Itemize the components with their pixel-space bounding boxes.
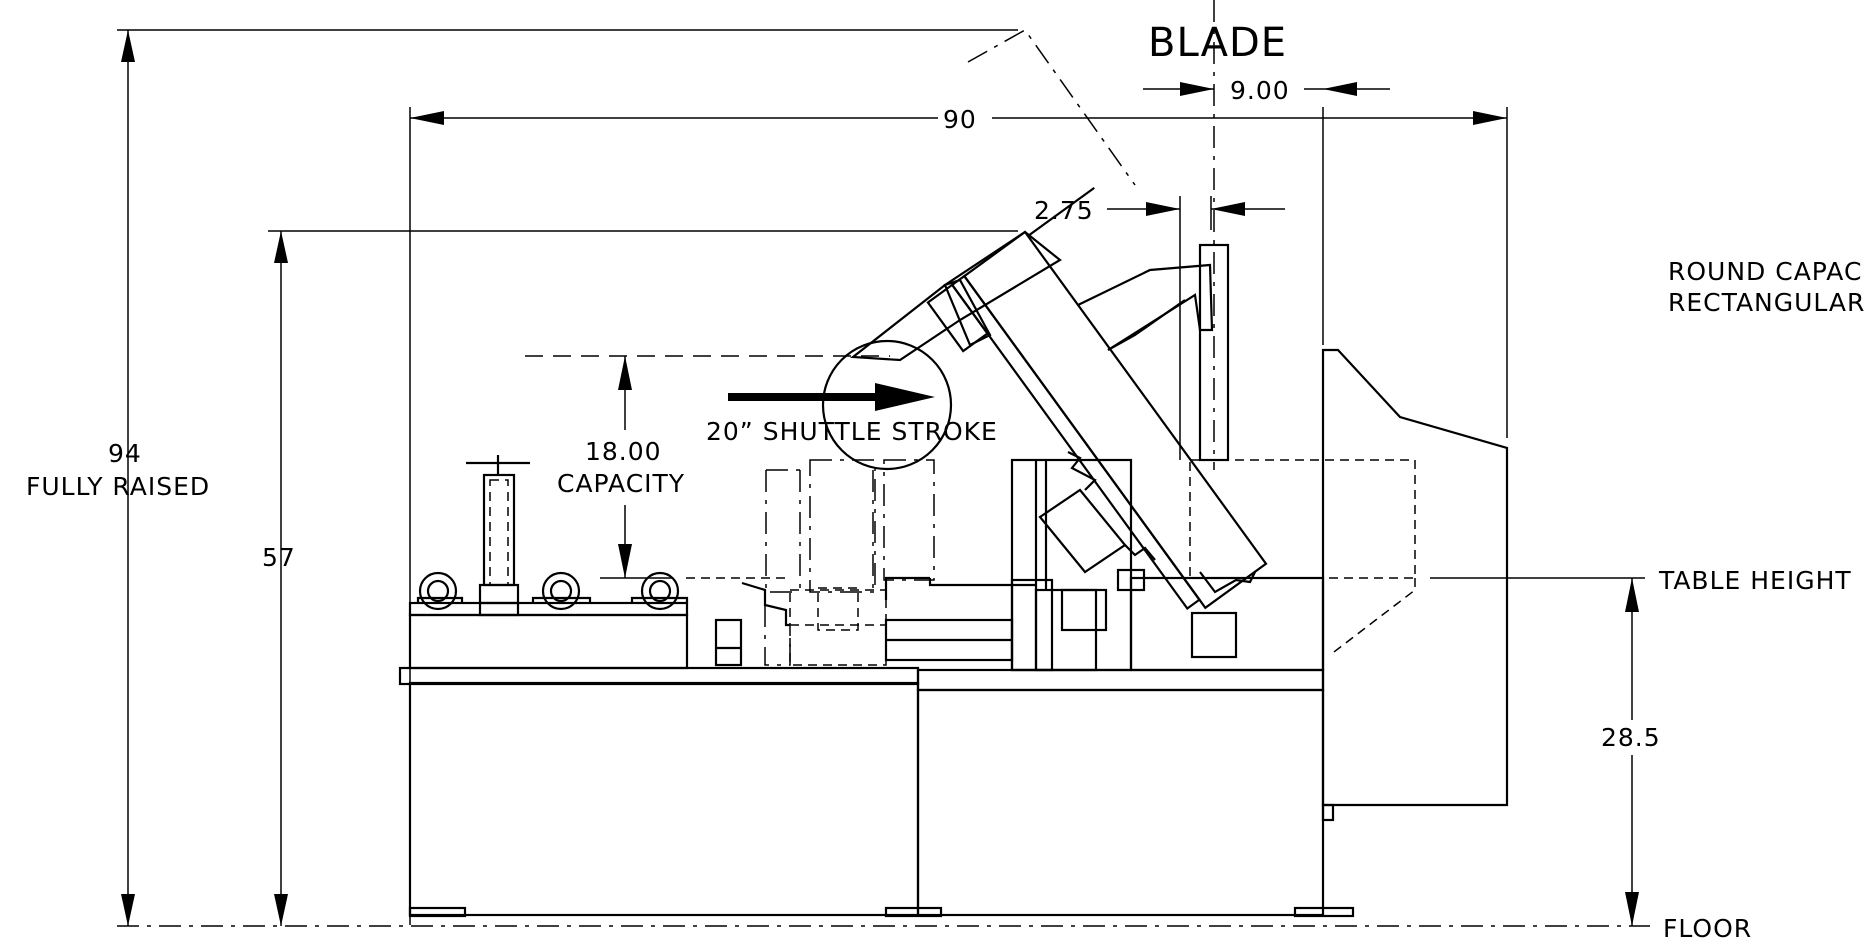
shuttle-stroke-label: 20” SHUTTLE STROKE (706, 417, 998, 446)
saw-head-drive (850, 230, 1256, 594)
table-height-label: TABLE HEIGHT (1658, 566, 1852, 595)
dim-28-5-label: 28.5 (1601, 723, 1661, 752)
rectangular-label: RECTANGULAR (1668, 288, 1865, 317)
dim-94 (121, 30, 135, 926)
pivot-line (967, 29, 1136, 186)
extension-lines (117, 29, 1645, 925)
shuttle-cylinder (714, 618, 743, 667)
rear-housing (1189, 348, 1509, 822)
saw-base (916, 458, 1355, 918)
stock-stop (466, 455, 530, 617)
dim-2-75-label: 2.75 (1034, 196, 1094, 225)
dim-18-label: 18.00 (585, 437, 662, 466)
dim-57-label: 57 (262, 543, 296, 572)
dim-18 (525, 355, 890, 579)
shuttle-stroke-symbol (728, 339, 953, 471)
dim-90-label: 90 (943, 105, 977, 134)
dim-94-label: 94 (108, 439, 142, 468)
dim-57 (274, 231, 288, 926)
blade-guide (1077, 243, 1230, 462)
round-capacity-label: ROUND CAPAC (1668, 257, 1862, 286)
dim-90 (410, 111, 1507, 125)
blade-label: BLADE (1148, 20, 1287, 66)
infeed-roller-right (630, 571, 689, 611)
dim-2-75 (1107, 202, 1285, 216)
infeed-roller-left (416, 571, 464, 611)
dim-28-5 (1625, 578, 1639, 926)
floor-label: FLOOR (1663, 914, 1752, 943)
fully-raised-label: FULLY RAISED (26, 472, 210, 501)
infeed-base (398, 601, 943, 918)
infeed-roller-middle (531, 571, 592, 611)
dim-9 (1143, 82, 1390, 96)
capacity-label: CAPACITY (557, 469, 685, 498)
dim-9-label: 9.00 (1230, 76, 1290, 105)
shuttle-vise (686, 459, 1014, 666)
